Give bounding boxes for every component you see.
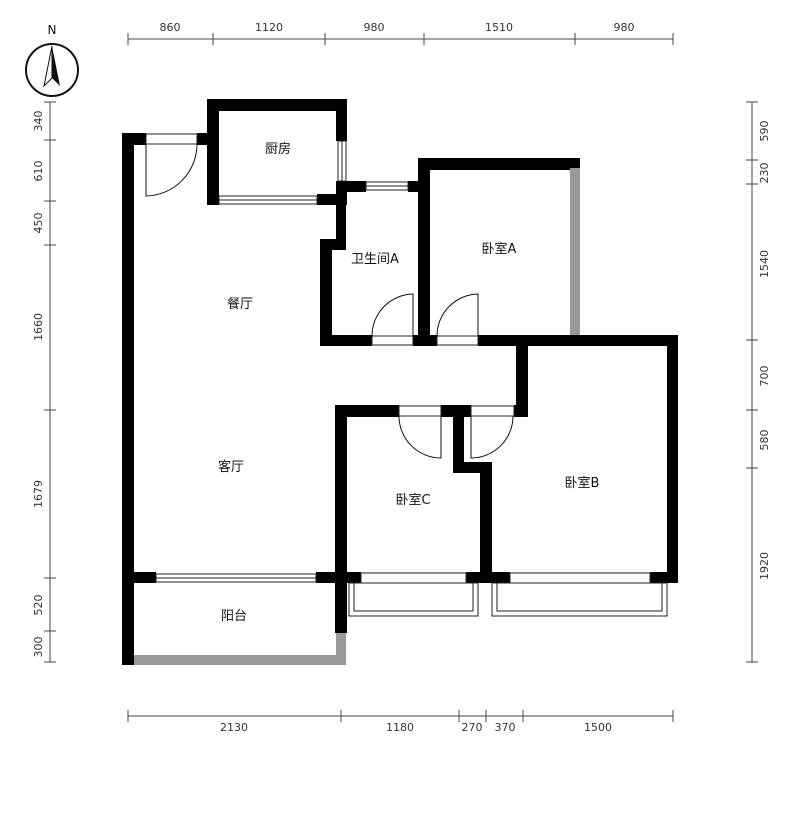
wall-kitchen-bottom-right [317,194,337,205]
wall-bedB-bottom-left [480,572,510,583]
wall-bedB-top-stub [514,405,528,417]
wall-bedB-right [667,335,678,583]
wall-bedC-left [335,405,347,633]
right-dim-6: 1920 [758,552,771,580]
wall-bath-bottom [320,335,372,346]
windows [155,140,668,617]
right-dim-1: 590 [758,121,771,142]
left-dim-1: 340 [32,111,45,132]
top-dim-2: 1120 [255,21,283,34]
wall-bedA-bottom [478,335,678,346]
wall-bedB-notch [516,335,528,417]
wall-bedC-right [453,405,464,473]
left-dim-7: 300 [32,637,45,658]
right-dim-3: 1540 [758,250,771,278]
compass-needle-right [52,46,60,86]
top-dim-5: 980 [614,21,635,34]
right-dim-5: 580 [758,430,771,451]
doors [145,133,515,459]
compass-circle [25,43,79,97]
wall-bath-top-left [336,181,366,192]
wall-kitchen-top [207,99,347,111]
entrance-door [145,143,198,197]
room-label-balcony: 阳台 [221,609,247,624]
north-compass: N [25,23,79,97]
door-bedroom-c [398,415,442,459]
top-dim-4: 1510 [485,21,513,34]
left-dimension-line: 340 610 450 1660 1679 520 300 [32,101,56,663]
left-dim-2: 610 [32,161,45,182]
door-bedroom-a [436,293,479,337]
room-label-bedroom-b: 卧室B [565,475,600,491]
wall-bedC-bottom-right [466,572,492,583]
top-dim-3: 980 [364,21,385,34]
compass-needle-left [43,45,53,88]
wall-bath-left [320,239,332,346]
balcony-rail-bottom [134,655,346,665]
wall-bedB-bottom-right [650,572,678,583]
bottom-dim-4: 370 [495,721,516,734]
wall-top-left [122,133,146,145]
left-dim-3: 450 [32,213,45,234]
bottom-dimension-line: 2130 1180 270 370 1500 [127,710,674,734]
wall-bath-left-upper [336,192,346,250]
door-bathroom-a [371,293,414,337]
left-dim-6: 520 [32,595,45,616]
top-dimension-line: 860 1120 980 1510 980 [127,21,674,45]
right-dimension-line: 590 230 1540 700 580 1920 [746,101,771,663]
top-dim-1: 860 [160,21,181,34]
wall-bedC-bottom-left [335,572,361,583]
compass-north-label: N [48,23,57,37]
wall-balcony-top-left [122,572,156,583]
left-dim-4: 1660 [32,313,45,341]
wall-bedA-right-window [570,168,580,340]
bottom-dim-5: 1500 [584,721,612,734]
room-label-bathroom-a: 卫生间A [351,252,399,267]
room-label-dining: 餐厅 [227,296,253,312]
wall-bath-step [320,239,346,250]
wall-left [122,133,134,665]
wall-bedB-left [480,462,492,583]
wall-bedA-left [418,158,430,346]
wall-balcony-top-right [316,572,347,583]
bottom-dim-3: 270 [462,721,483,734]
wall-kitchen-left [207,99,219,205]
room-label-kitchen: 厨房 [265,141,291,157]
room-label-bedroom-a: 卧室A [482,241,517,257]
right-dim-2: 230 [758,163,771,184]
wall-bedA-top [418,158,580,170]
room-label-living: 客厅 [218,459,244,475]
balcony-rail-right [336,633,346,665]
wall-bedB-step [453,462,492,473]
bottom-dim-2: 1180 [386,721,414,734]
room-labels: 厨房 卫生间A 卧室A 餐厅 客厅 卧室B 卧室C 阳台 [218,141,599,624]
wall-kitchen-right-top [336,99,347,141]
right-dim-4: 700 [758,366,771,387]
room-label-bedroom-c: 卧室C [395,492,430,508]
wall-bedC-top-left [335,405,399,417]
bottom-dim-1: 2130 [220,721,248,734]
door-bedroom-b [470,415,514,459]
wall-bedC-top-right [441,405,471,417]
walls [122,99,678,665]
left-dim-5: 1679 [32,480,45,508]
